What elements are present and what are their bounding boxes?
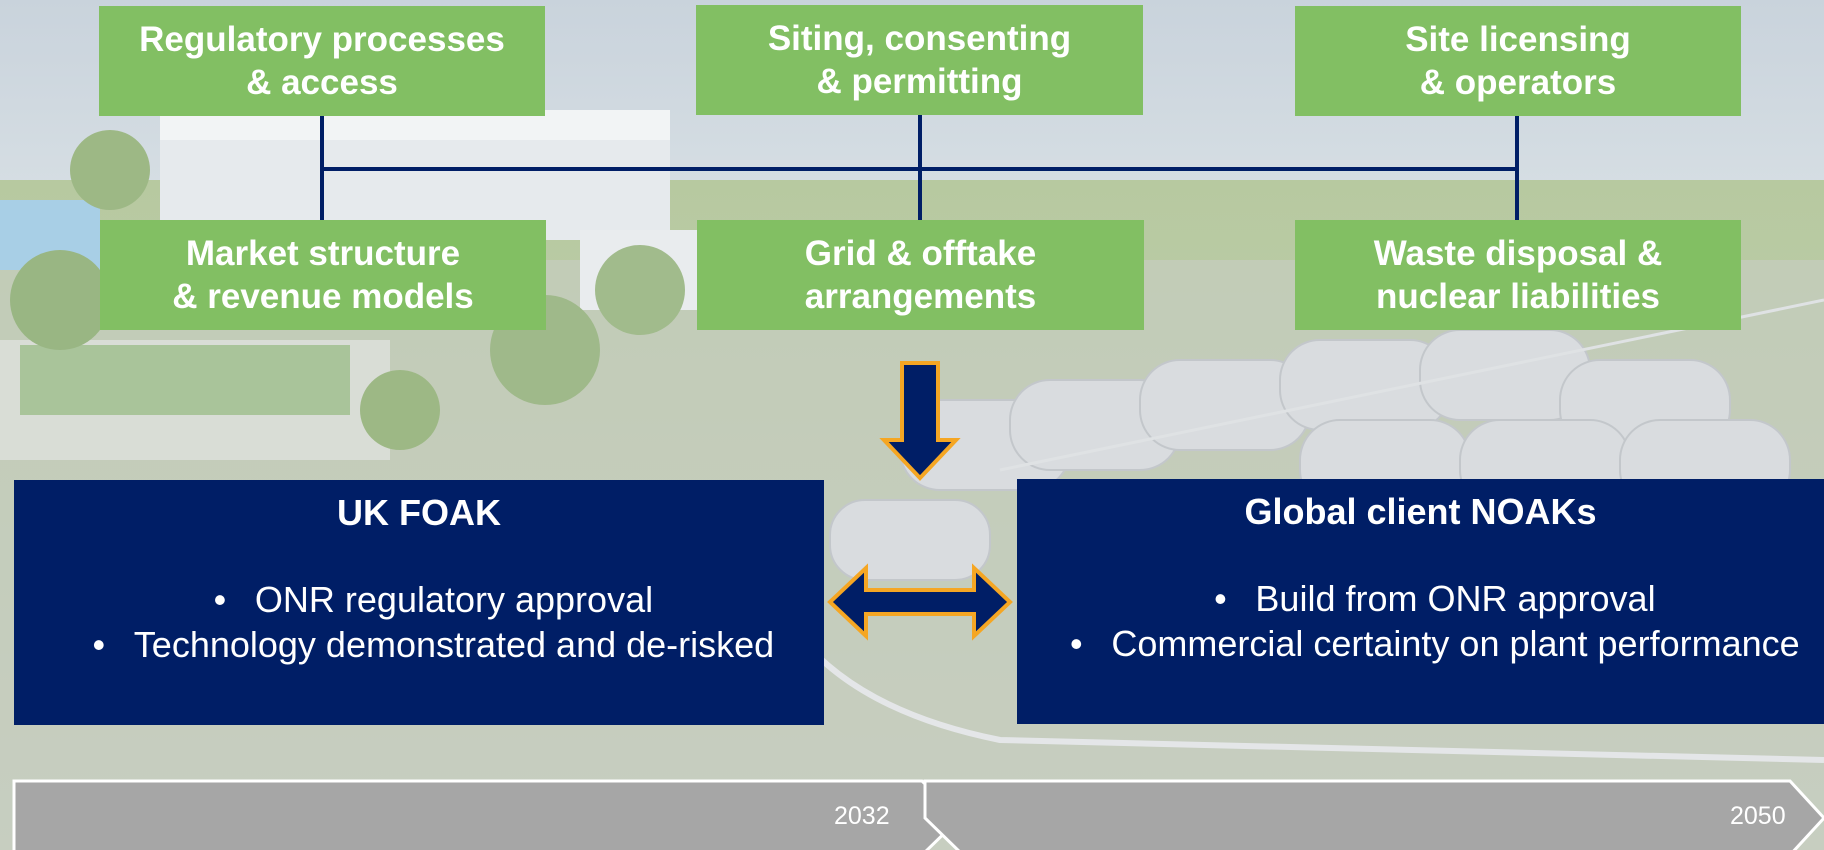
bullet-glyph: •	[1070, 623, 1083, 664]
bullet-text: Commercial certainty on plant performanc…	[1111, 623, 1800, 664]
bullet-text: ONR regulatory approval	[254, 579, 654, 620]
box-line: & revenue models	[172, 277, 474, 316]
panel-title: Global client NOAKs	[1244, 491, 1597, 532]
waste-disposal-box: Waste disposal & nuclear liabilities	[1295, 220, 1741, 330]
site-licensing-box: Site licensing & operators	[1295, 6, 1741, 116]
panel-bullet-list: •Build from ONR approval •Commercial cer…	[1017, 576, 1824, 666]
panel-bullet: • ONR regulatory approval	[14, 577, 824, 622]
siting-consenting-box: Siting, consenting & permitting	[696, 5, 1143, 115]
box-line: & operators	[1419, 63, 1617, 102]
uk-foak-panel: UK FOAK •ONR regulatory approval •Techno…	[14, 480, 824, 725]
box-line: Regulatory processes	[139, 20, 505, 59]
global-client-noaks-panel: Global client NOAKs • Build from ONR appr…	[1017, 479, 1824, 724]
timeline-segment-2	[923, 779, 1824, 850]
timeline-milestone-2032: 2032	[834, 802, 890, 830]
panel-bullet-list: •ONR regulatory approval •Technology dem…	[14, 577, 824, 667]
panel-bullet: • Technology demonstrated and de-risked	[14, 622, 824, 667]
bullet-glyph: •	[92, 624, 106, 665]
box-line: Grid & offtake	[804, 234, 1037, 273]
panel-title: UK FOAK	[337, 492, 501, 533]
panel-bullet: • Build from ONR approval	[1017, 576, 1824, 621]
regulatory-processes-box: Regulatory processes & access	[99, 6, 545, 116]
box-line: arrangements	[804, 277, 1037, 316]
bullet-text: Technology demonstrated and de-risked	[133, 624, 775, 665]
timeline-segment-1	[12, 779, 963, 850]
market-structure-box: Market structure & revenue models	[100, 220, 546, 330]
box-line: Waste disposal &	[1373, 234, 1663, 273]
bullet-glyph: •	[1214, 578, 1227, 619]
timeline	[12, 779, 1824, 850]
box-line: & permitting	[816, 62, 1023, 101]
bullet-text: Build from ONR approval	[1255, 578, 1656, 619]
panel-bullet: • Commercial certainty on plant performan…	[1017, 621, 1824, 666]
bullet-glyph: •	[213, 579, 227, 620]
timeline-milestone-2050: 2050	[1730, 802, 1786, 830]
box-line: & access	[246, 63, 398, 102]
box-line: Siting, consenting	[767, 19, 1072, 58]
grid-offtake-box: Grid & offtake arrangements	[697, 220, 1144, 330]
box-line: nuclear liabilities	[1376, 277, 1660, 316]
box-line: Market structure	[185, 234, 461, 273]
box-line: Site licensing	[1405, 20, 1631, 59]
